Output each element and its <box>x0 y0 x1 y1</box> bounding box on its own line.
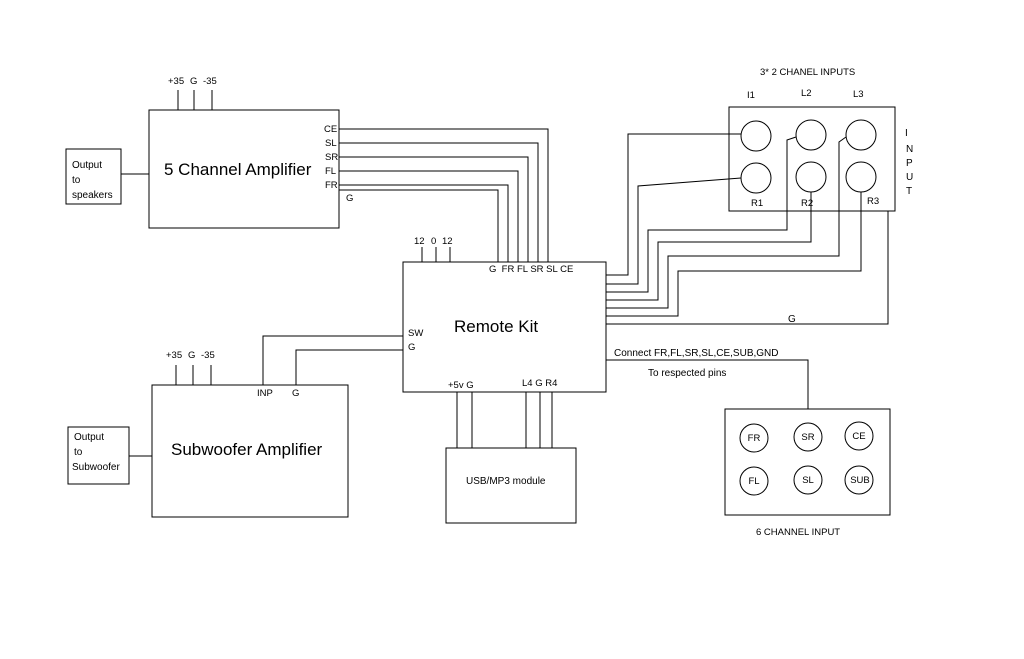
usb-mp3-module: USB/MP3 module <box>445 447 577 524</box>
jack-fr <box>739 423 769 453</box>
remote-kit: Remote Kit 12 0 12 G FR FL SR SL CE SW G… <box>402 236 607 393</box>
subwoofer-amplifier: Subwoofer Amplifier +35 G -35 INP G <box>151 350 349 518</box>
remote-power-12b: 12 <box>442 236 453 247</box>
six-ch-label-sl: SL <box>802 475 814 486</box>
ground-wire-label: G <box>788 314 796 325</box>
five-channel-amplifier: 5 Channel Amplifier +35 G -35 CE SL SR F… <box>148 76 353 229</box>
six-ch-label-ce: CE <box>852 431 865 442</box>
input-side-letter-1: I <box>905 128 908 139</box>
input-side-letter-3: P <box>906 158 913 169</box>
jack-r2 <box>795 161 827 193</box>
connect-note-line1: Connect FR,FL,SR,SL,CE,SUB,GND <box>614 348 779 359</box>
remote-bottom-left-pins: +5v G <box>448 380 474 391</box>
remote-kit-title: Remote Kit <box>454 317 538 336</box>
input-label-r1: R1 <box>751 198 763 209</box>
five-channel-amplifier-title: 5 Channel Amplifier <box>164 160 312 179</box>
three-two-channel-inputs: 3* 2 CHANEL INPUTS I1 L2 L3 R1 R2 R3 I N… <box>728 67 913 212</box>
jack-r3 <box>845 161 877 193</box>
remote-to-sub-wires <box>262 335 403 385</box>
input-label-r2: R2 <box>801 198 813 209</box>
output-speakers-line2: to <box>72 175 81 186</box>
jack-r1 <box>740 162 772 194</box>
usb-mp3-title: USB/MP3 module <box>466 476 546 487</box>
remote-bottom-right-pins: L4 G R4 <box>522 378 557 389</box>
sub-pin-inp: INP <box>257 388 273 399</box>
input-side-letter-2: N <box>906 144 913 155</box>
amp-pin-ce: CE <box>324 124 337 135</box>
output-sub-line1: Output <box>74 432 104 443</box>
six-ch-label-fl: FL <box>748 476 759 487</box>
six-ch-title: 6 CHANNEL INPUT <box>756 527 840 538</box>
sub-power-plus: +35 <box>166 350 182 361</box>
sub-pin-g: G <box>292 388 299 399</box>
six-ch-label-fr: FR <box>748 433 761 444</box>
input-label-i1: I1 <box>747 90 755 101</box>
amp-power-ground: G <box>190 76 197 87</box>
six-ch-label-sub: SUB <box>850 475 870 486</box>
remote-top-pins: G FR FL SR SL CE <box>489 264 573 275</box>
amp-pin-sr: SR <box>325 152 338 163</box>
output-speakers-box: Output to speakers <box>65 148 149 205</box>
connect-note: Connect FR,FL,SR,SL,CE,SUB,GND To respec… <box>606 348 809 409</box>
input-label-l3: L3 <box>853 89 864 100</box>
amp-pin-fl: FL <box>325 166 336 177</box>
input-label-r3: R3 <box>867 196 879 207</box>
jack-sl <box>793 465 823 495</box>
input-label-l2: L2 <box>801 88 812 99</box>
jack-fl <box>739 466 769 496</box>
jack-l3 <box>845 119 877 151</box>
output-speakers-line1: Output <box>72 160 102 171</box>
jack-sr <box>793 422 823 452</box>
output-sub-line2: to <box>74 447 83 458</box>
amp-pin-sl: SL <box>325 138 337 149</box>
jack-l1 <box>740 120 772 152</box>
amp-power-plus: +35 <box>168 76 184 87</box>
output-subwoofer-box: Output to Subwoofer <box>67 426 152 485</box>
output-sub-line3: Subwoofer <box>72 462 120 473</box>
remote-power-0: 0 <box>431 236 436 247</box>
sub-power-minus: -35 <box>201 350 215 361</box>
subwoofer-amplifier-title: Subwoofer Amplifier <box>171 440 323 459</box>
six-channel-input: FR SR CE FL SL SUB 6 CHANNEL INPUT <box>724 408 891 538</box>
amp-pin-g: G <box>346 193 353 204</box>
remote-pin-sw: SW <box>408 328 423 339</box>
remote-power-12a: 12 <box>414 236 425 247</box>
inputs-title: 3* 2 CHANEL INPUTS <box>760 67 855 78</box>
remote-to-usb-wires <box>456 392 553 448</box>
input-side-letter-4: U <box>906 172 913 183</box>
amp-pin-fr: FR <box>325 180 338 191</box>
connect-note-line2: To respected pins <box>648 368 726 379</box>
six-ch-label-sr: SR <box>801 432 814 443</box>
remote-pin-g: G <box>408 342 415 353</box>
amp-power-minus: -35 <box>203 76 217 87</box>
output-speakers-line3: speakers <box>72 190 113 201</box>
jack-l2 <box>795 119 827 151</box>
jack-ce <box>844 421 874 451</box>
amp-to-remote-wires <box>339 128 549 262</box>
input-side-letter-5: T <box>906 186 912 197</box>
input-to-remote-wires: G <box>606 133 889 325</box>
sub-power-ground: G <box>188 350 195 361</box>
jack-sub <box>844 465 874 495</box>
